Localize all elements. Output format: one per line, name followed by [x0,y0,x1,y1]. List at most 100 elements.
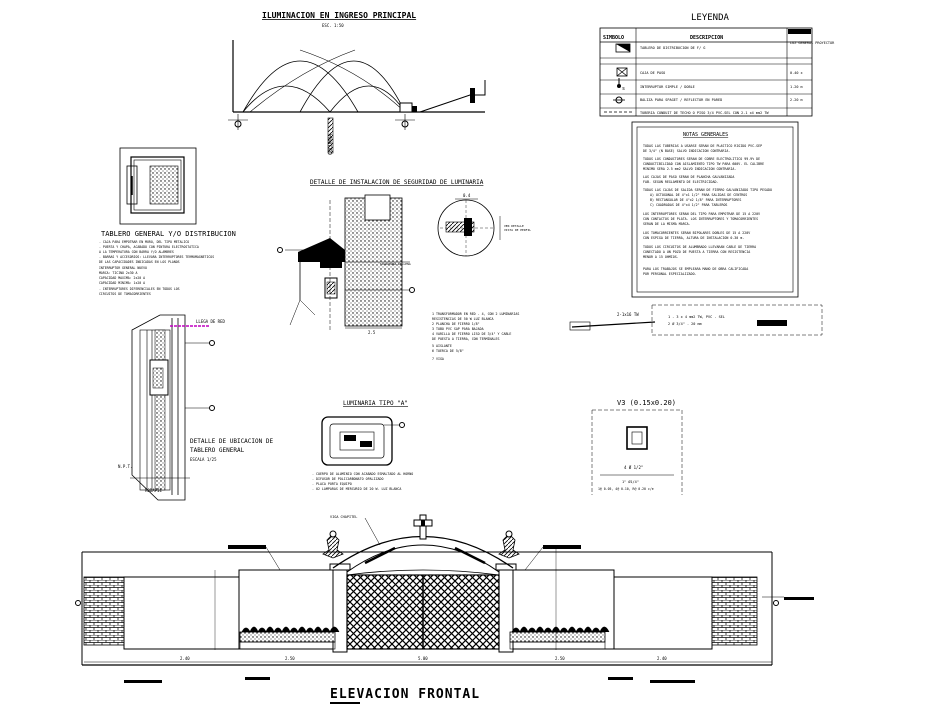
v3-title: V3 (0.15x0.20) [617,399,676,407]
location-scale: ESCALA 1/25 [190,457,217,462]
illumination-section: ILUMINACION EN INGRESO PRINCIPAL ESC. 1:… [228,11,486,155]
svg-text:DE 3/4" (N BASE) SALVO INDICAC: DE 3/4" (N BASE) SALVO INDICACION CONTRA… [643,149,730,153]
svg-text:B) RECTANGULAR DE 4"x2 1/8" PA: B) RECTANGULAR DE 4"x2 1/8" PARA INTERRU… [650,198,741,202]
svg-text:A) OCTOGONAL DE 4"x1 1/2" PARA: A) OCTOGONAL DE 4"x1 1/2" PARA SALIDAS D… [650,193,747,197]
legend-header-symbol: SIMBOLO [603,35,624,41]
svg-text:RODAPIE: RODAPIE [145,488,162,493]
svg-text:SERAN DE LA MISMA MARCA.: SERAN DE LA MISMA MARCA. [643,222,691,226]
feeder-label: 2-1x16 TW [617,312,639,317]
svg-text:5.00: 5.00 [418,656,428,661]
feeder-row-1: 1 - 3 x 4 mm2 TW, PVC - SEL [668,315,725,319]
leader-label: LLEGA DE RED [196,319,225,324]
legend-row-value: 2.20 m [790,98,803,102]
svg-text:- PUERTA Y CHAPA, ACABADO CON: - PUERTA Y CHAPA, ACABADO CON PINTURA EL… [99,245,199,249]
legend-row-desc: TABLERO DE DISTRIBUCION DE F/ G [640,46,705,50]
luminaria-detail: LUMINARIA TIPO "A" - CUERPO DE ALUMINIO … [312,400,413,491]
svg-text:POR PERSONAL ESPECIALIZADO.: POR PERSONAL ESPECIALIZADO. [643,272,697,276]
svg-text:MARCA: TICINO 2x: MARCA: TICINO 2x30 A [99,271,137,275]
legend-section: LEYENDA SIMBOLO DESCRIPCION s TABLERO DE… [599,13,835,117]
svg-text:VISTA DE PERFIL: VISTA DE PERFIL [504,228,531,232]
luminaria-lines: - CUERPO DE ALUMINIO CON ACABADO ESMALTA… [312,472,413,491]
elevation-dims: 2.40 2.50 5.00 2.50 2.40 [180,656,667,661]
svg-text:MENOR A 15 OHMIOS.: MENOR A 15 OHMIOS. [643,255,679,259]
dim-2-5: 2.5 [368,330,376,335]
svg-text:2.40: 2.40 [657,656,667,661]
svg-text:2 PLANCHA DE FIERRO 1/8": 2 PLANCHA DE FIERRO 1/8" [432,322,480,326]
svg-text:RESISTENCIAS DE 50 W LUZ BLANC: RESISTENCIAS DE 50 W LUZ BLANCA [432,317,494,321]
feeder-detail: 2-1x16 TW 1 - 3 x 4 mm2 TW, PVC - SEL 2 … [569,304,823,336]
legend-row-desc: CAJA DE PASO [640,71,665,75]
feeder-row-2: 2 Ø 3/4" - 20 mm [668,321,702,326]
location-title-1: DETALLE DE UBICACION DE [190,438,273,445]
illumination-scale: ESC. 1:50 [322,23,344,28]
elevation-section: VIGA CHAPITEL 2.40 2.50 5.00 2.50 2.40 E… [75,514,814,704]
notes-lines: TODAS LAS TUBERIAS A USARSE SERAN DE PLA… [643,144,772,276]
svg-text:TODAS LAS TUBERIAS A USARSE SE: TODAS LAS TUBERIAS A USARSE SERAN DE PLA… [643,144,762,148]
svg-text:TODOS LOS CONDUCTORES SERAN DE: TODOS LOS CONDUCTORES SERAN DE COBRE ELE… [643,157,760,161]
tablero-lines: - CAJA PARA EMPOTRAR EN MURO, DEL TIPO M… [99,240,214,296]
svg-text:2.50: 2.50 [285,656,295,661]
svg-text:- 02 LAMPARAS DE MERCURIO DE 2: - 02 LAMPARAS DE MERCURIO DE 20 W. LUZ B… [312,487,401,491]
svg-text:2.50: 2.50 [555,656,565,661]
security-title: DETALLE DE INSTALACION DE SEGURIDAD DE L… [310,179,484,186]
svg-text:CAPACIDAD MAXIMA: 2x2: CAPACIDAD MAXIMA: 2x20 A [99,276,145,280]
elevation-title: ELEVACION FRONTAL [330,687,480,702]
illumination-title: ILUMINACION EN INGRESO PRINCIPAL [262,11,416,20]
tablero-title: TABLERO GENERAL Y/O DISTRIBUCION [101,230,236,238]
luminaria-title: LUMINARIA TIPO "A" [343,400,408,407]
svg-text:VER DETALLE: VER DETALLE [504,224,524,228]
location-detail: LLEGA DE RED N.P.T. RODAPIE DETALLE DE U… [118,314,273,501]
v3-detail: V3 (0.15x0.20) 4 Ø 1/2" 1" Ø1/4" 1@ 0.05… [591,399,683,495]
svg-text:2.40: 2.40 [180,656,190,661]
svg-text:- PLACA PORTA EQUIPO: - PLACA PORTA EQUIPO [312,482,352,486]
notes-title: NOTAS GENERALES [683,132,728,138]
svg-text:- DIFUSOR DE POLICARBONATO OPA: - DIFUSOR DE POLICARBONATO OPALIZADO [312,477,383,481]
legend-row-value: LUZ GENERAL PROYECTOR [790,41,835,45]
svg-text:4 VARILLA DE FIERRO LISO DE 3: 4 VARILLA DE FIERRO LISO DE 3/4" Y CABLE [432,332,511,336]
svg-text:CAPACIDAD MINIMA: 1x2: CAPACIDAD MINIMA: 1x20 A [99,281,145,285]
svg-text:DE PUESTA A TIERRA, CON TERMIN: DE PUESTA A TIERRA, CON TERMINALES [432,337,500,341]
svg-text:- CAJA PARA EMPOTRAR EN MURO,: - CAJA PARA EMPOTRAR EN MURO, DEL TIPO M… [99,240,189,244]
svg-text:PARA LOS TRABAJOS SE EMPLEARA: PARA LOS TRABAJOS SE EMPLEARA MANO DE OB… [643,267,748,271]
svg-text:LOS TOMACORRIENTES SERAN BIPOL: LOS TOMACORRIENTES SERAN BIPOLARES DOBLE… [643,231,750,235]
svg-text:- INTERRUPTORES DIFERENCIALES: - INTERRUPTORES DIFERENCIALES EN TODOS L… [99,287,180,291]
svg-text:s: s [622,86,625,92]
svg-text:DE LAS CAPACIDADES INDICADAS E: DE LAS CAPACIDADES INDICADAS EN LOS PLAN… [99,260,180,264]
svg-text:3 TUBO PVC SAP PARA BAJADA: 3 TUBO PVC SAP PARA BAJADA [432,327,484,331]
svg-text:TODOS LOS CIRCUITOS DE ALUMBRA: TODOS LOS CIRCUITOS DE ALUMBRADO LLEVARA… [643,245,756,249]
svg-text:CONECTADO A UN POZO DE PUESTA: CONECTADO A UN POZO DE PUESTA A TIERRA C… [643,250,750,254]
legend-row-desc: INTERRUPTOR SIMPLE / DOBLE [640,85,695,89]
svg-text:CON CONTACTOS DE PLATA. LOS IN: CON CONTACTOS DE PLATA. LOS INTERRUPTORE… [643,217,758,221]
svg-text:5 AISLANTE: 5 AISLANTE [432,344,452,348]
svg-text:6 TUERCA DE 5/8": 6 TUERCA DE 5/8" [432,349,464,353]
v3-bars: 4 Ø 1/2" [624,465,643,470]
svg-text:VIGA CHAPITEL: VIGA CHAPITEL [330,515,357,519]
v3-spacing: 1@ 0.05, 4@ 0.10, R@ 0.20 c/e [598,487,654,491]
svg-text:TODAS LAS CAJAS DE SALIDA SERA: TODAS LAS CAJAS DE SALIDA SERAN DE FIERR… [643,188,772,192]
location-title-2: TABLERO GENERAL [190,447,245,454]
svg-text:- BARRAS Y ACCESORIOS: LLEVARA: - BARRAS Y ACCESORIOS: LLEVARA INTERRUPT… [99,255,214,259]
legend-row-value: 0.40 x [790,71,803,75]
svg-text:INTERRUPTOR GENERAL NUEVO: INTERRUPTOR GENERAL NUEVO [99,266,147,270]
security-notes: 1 TRANSFORMADOR EN RED - 4, CON 2 LUMINA… [432,312,519,361]
svg-text:C) CUADRADAS DE 4"x4 1/2" PARA: C) CUADRADAS DE 4"x4 1/2" PARA TABLEROS [650,203,727,207]
svg-text:SOLDADURA RELLENA: SOLDADURA RELLENA [380,262,411,266]
dim-0-4: 0.4 [463,193,471,198]
svg-text:LOS INTERRUPTORES SERAN DEL TI: LOS INTERRUPTORES SERAN DEL TIPO PARA EM… [643,212,760,216]
svg-text:CONDUCTIBILIDAD CON AISLAMIENT: CONDUCTIBILIDAD CON AISLAMIENTO TIPO TW … [643,162,764,166]
svg-text:- CUERPO DE ALUMINIO CON ACABA: - CUERPO DE ALUMINIO CON ACABADO ESMALTA… [312,472,413,476]
svg-text:N.P.T.: N.P.T. [118,464,132,469]
svg-text:CON ESPIGA DE TIERRA, ALTURA D: CON ESPIGA DE TIERRA, ALTURA DE INSTALAC… [643,236,744,240]
legend-row-desc: BALIZA PARA SPAGET / REFLECTOR EN PARED [640,98,722,102]
svg-text:1 TRANSFORMADOR EN RED - 4, C: 1 TRANSFORMADOR EN RED - 4, CON 2 LUMINA… [432,312,519,316]
legend-row-desc: TUBERIA CONDUIT DE TECHO O PISO 3/4 PVC-… [640,111,769,115]
security-detail: DETALLE DE INSTALACION DE SEGURIDAD DE L… [277,179,531,361]
svg-text:LAS CAJAS DE PASO SERAN DE PLA: LAS CAJAS DE PASO SERAN DE PLANCHA GALVA… [643,175,734,179]
notes-section: NOTAS GENERALES TODAS LAS TUBERIAS A USA… [631,121,799,298]
legend-header-description: DESCRIPCION [690,35,723,41]
svg-text:MINIMO SERA 2.5 mm2 SALVO INDI: MINIMO SERA 2.5 mm2 SALVO INDICACION CON… [643,167,736,171]
legend-row-value: 1.20 m [790,85,803,89]
tablero-detail: TABLERO GENERAL Y/O DISTRIBUCION - CAJA … [99,147,236,296]
legend-title: LEYENDA [691,13,730,23]
